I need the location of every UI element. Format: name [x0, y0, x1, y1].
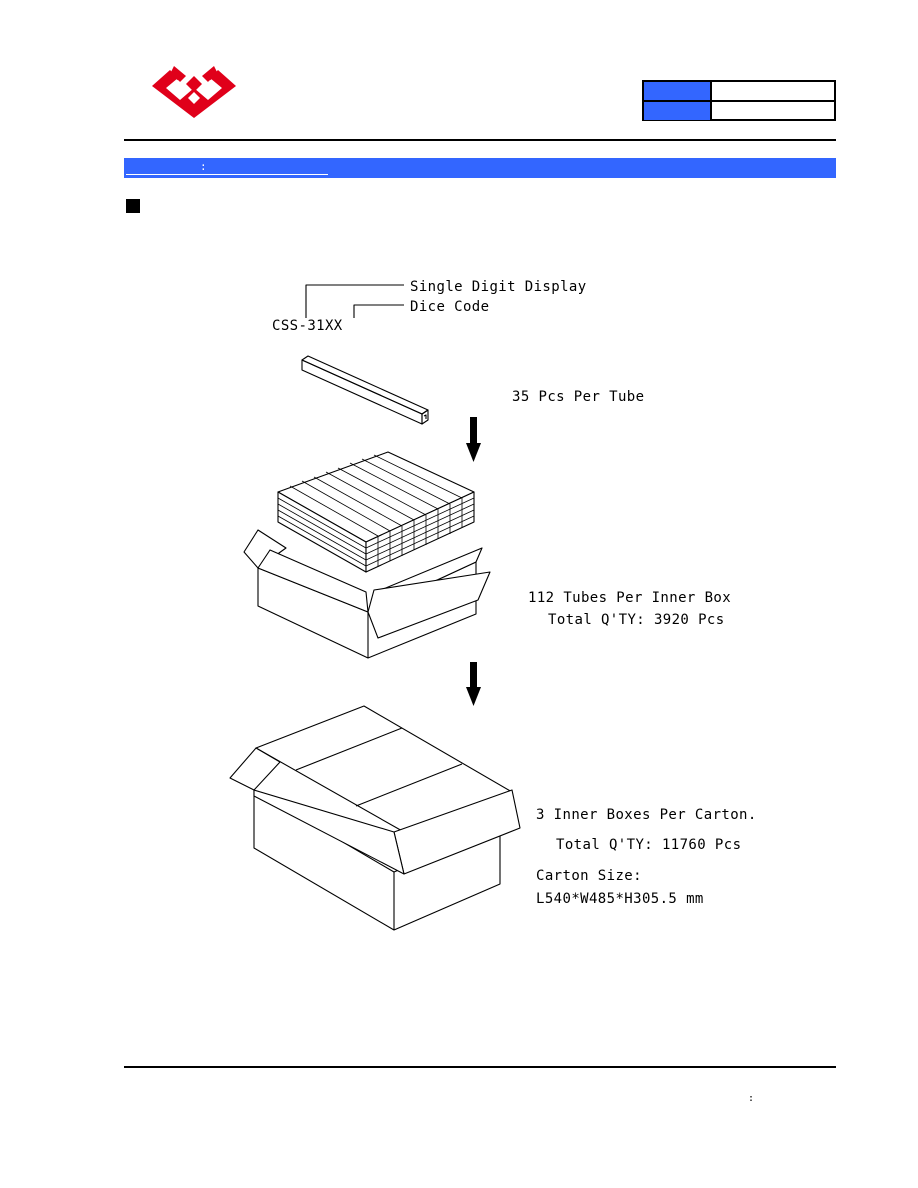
dice-code-label: Dice Code [410, 299, 490, 315]
part-number-label: CSS-31XX [272, 318, 343, 334]
info-row [644, 82, 834, 102]
document-info-table [642, 80, 836, 121]
section-title-colon: : [200, 160, 207, 173]
carton-total-note: Total Q'TY: 11760 Pcs [556, 837, 742, 853]
leader-line-dice [353, 304, 404, 318]
section-title-underline [126, 174, 328, 175]
carton-size-label: Carton Size: [536, 868, 642, 884]
inner-box-icon [243, 451, 491, 659]
tube-quantity-note: 35 Pcs Per Tube [512, 389, 645, 405]
tube-icon [301, 355, 429, 425]
header-divider [124, 139, 836, 141]
single-digit-display-label: Single Digit Display [410, 279, 587, 295]
carton-quantity-note: 3 Inner Boxes Per Carton. [536, 807, 757, 823]
carton-size-value: L540*W485*H305.5 mm [536, 891, 704, 907]
page-number-colon: : [748, 1093, 755, 1104]
down-arrow-icon [466, 662, 481, 706]
section-title-bar: : [124, 158, 836, 178]
info-row [644, 102, 834, 120]
info-key-cell [644, 102, 712, 120]
company-logo-icon [152, 66, 236, 118]
footer-divider [124, 1066, 836, 1068]
inner-box-total-note: Total Q'TY: 3920 Pcs [548, 612, 725, 628]
inner-box-quantity-note: 112 Tubes Per Inner Box [528, 590, 732, 606]
down-arrow-icon [466, 417, 481, 462]
square-bullet-icon [126, 199, 140, 213]
carton-icon [229, 705, 521, 931]
info-key-cell [644, 82, 712, 100]
leader-line-display [305, 284, 404, 318]
